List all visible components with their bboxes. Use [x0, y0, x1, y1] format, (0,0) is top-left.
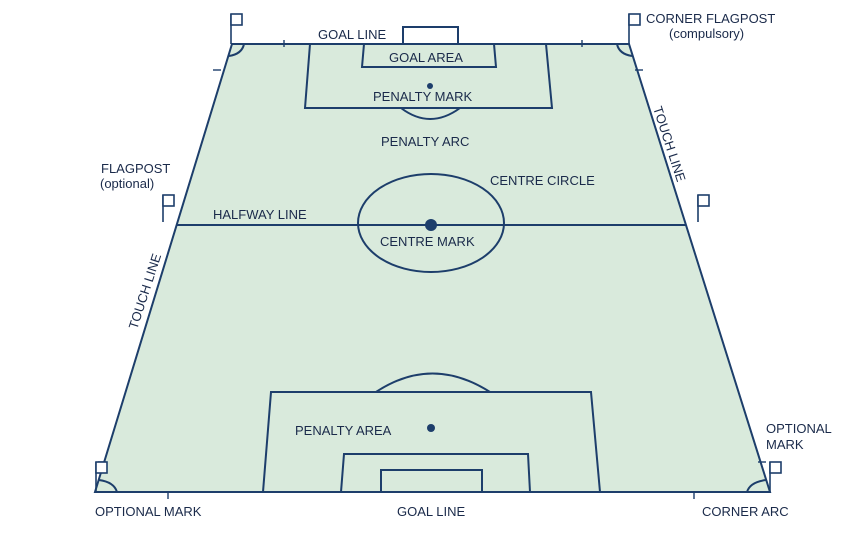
- penalty-arc-top: [400, 107, 461, 120]
- corner-flagpost-bottom-right: [769, 461, 782, 492]
- centre-mark: [425, 219, 437, 231]
- corner-arc-bottom-left: [98, 479, 118, 493]
- goal-area-top: [360, 43, 498, 68]
- label-penalty-mark: PENALTY MARK: [373, 89, 473, 104]
- goal-area-bottom: [340, 453, 531, 493]
- corner-flagpost-top-right: [628, 13, 641, 44]
- corner-arc-bottom-right: [746, 479, 767, 493]
- goal-top: [402, 26, 459, 45]
- label-centre-mark: CENTRE MARK: [380, 234, 475, 249]
- corner-flagpost-top-left: [230, 13, 243, 44]
- label-compulsory: (compulsory): [669, 26, 744, 41]
- label-penalty-area: PENALTY AREA: [295, 423, 392, 438]
- label-goal-line-bottom: GOAL LINE: [397, 504, 465, 519]
- label-goal-area: GOAL AREA: [389, 50, 463, 65]
- label-optional: (optional): [100, 176, 154, 191]
- centre-circle: [357, 173, 505, 273]
- goal-bottom: [380, 469, 483, 493]
- corner-flagpost-bottom-left: [95, 461, 108, 492]
- label-penalty-arc: PENALTY ARC: [381, 134, 469, 149]
- penalty-mark-bottom: [427, 424, 435, 432]
- penalty-area-top: [303, 43, 554, 109]
- label-optional-mark-right-2: MARK: [766, 437, 804, 452]
- label-halfway-line: HALFWAY LINE: [213, 207, 307, 222]
- label-goal-line-top: GOAL LINE: [318, 27, 386, 42]
- label-corner-flagpost: CORNER FLAGPOST: [646, 11, 775, 26]
- halfway-flagpost-left: [162, 194, 175, 222]
- halfway-flagpost-right: [697, 194, 710, 222]
- label-optional-mark-right-1: OPTIONAL: [766, 421, 832, 436]
- label-flagpost: FLAGPOST: [101, 161, 170, 176]
- corner-arc-top-right: [616, 43, 633, 57]
- label-optional-mark-bottom: OPTIONAL MARK: [95, 504, 202, 519]
- label-corner-arc: CORNER ARC: [702, 504, 789, 519]
- corner-arc-top-left: [228, 43, 245, 57]
- penalty-arc-bottom: [375, 372, 491, 393]
- label-centre-circle: CENTRE CIRCLE: [490, 173, 595, 188]
- penalty-mark-top: [427, 83, 433, 89]
- penalty-area-bottom: [262, 391, 601, 493]
